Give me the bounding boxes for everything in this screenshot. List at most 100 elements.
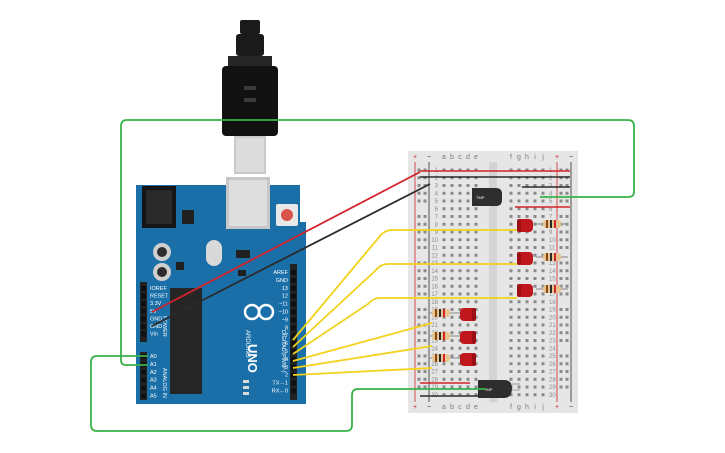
breadboard-hole[interactable]: [450, 308, 454, 311]
rail-hole[interactable]: [423, 308, 427, 311]
breadboard-hole[interactable]: [466, 168, 470, 172]
breadboard-hole[interactable]: [474, 377, 478, 381]
breadboard-hole[interactable]: [509, 215, 513, 218]
wire-pin-6[interactable]: [292, 263, 517, 348]
rail-hole[interactable]: [417, 354, 421, 358]
rail-hole[interactable]: [417, 191, 421, 195]
breadboard-hole[interactable]: [474, 207, 478, 211]
power-pin[interactable]: [141, 324, 146, 329]
wire-gnd[interactable]: [151, 183, 431, 327]
breadboard-hole[interactable]: [450, 362, 454, 366]
breadboard-hole[interactable]: [450, 277, 454, 280]
power-pin[interactable]: [141, 308, 146, 314]
rail-hole[interactable]: [565, 199, 569, 203]
breadboard-hole[interactable]: [458, 385, 462, 389]
breadboard-hole[interactable]: [474, 300, 478, 304]
breadboard-hole[interactable]: [474, 269, 478, 273]
digital-pin[interactable]: [291, 285, 296, 291]
breadboard-hole[interactable]: [517, 370, 521, 373]
breadboard-hole[interactable]: [509, 354, 513, 358]
breadboard-hole[interactable]: [474, 346, 478, 350]
rail-hole[interactable]: [417, 323, 421, 327]
rail-hole[interactable]: [559, 315, 563, 319]
breadboard-hole[interactable]: [458, 315, 462, 319]
breadboard-hole[interactable]: [525, 308, 529, 311]
digital-pin[interactable]: [291, 270, 296, 275]
breadboard-hole[interactable]: [509, 277, 513, 280]
breadboard-hole[interactable]: [525, 191, 529, 195]
rail-hole[interactable]: [559, 331, 563, 335]
led[interactable]: [517, 284, 533, 297]
breadboard-hole[interactable]: [517, 308, 521, 311]
power-pin[interactable]: [141, 331, 146, 337]
breadboard-hole[interactable]: [474, 331, 478, 335]
breadboard-hole[interactable]: [541, 168, 545, 172]
breadboard-hole[interactable]: [450, 168, 454, 172]
breadboard-hole[interactable]: [525, 339, 529, 342]
breadboard-hole[interactable]: [450, 199, 454, 203]
rail-hole[interactable]: [559, 370, 563, 373]
rail-hole[interactable]: [565, 308, 569, 311]
breadboard-hole[interactable]: [458, 284, 462, 288]
breadboard-hole[interactable]: [541, 385, 545, 389]
breadboard-hole[interactable]: [466, 346, 470, 350]
breadboard-hole[interactable]: [541, 246, 545, 249]
rail-hole[interactable]: [423, 385, 427, 389]
breadboard-hole[interactable]: [450, 393, 454, 397]
rail-hole[interactable]: [559, 246, 563, 249]
rail-hole[interactable]: [423, 284, 427, 288]
breadboard-hole[interactable]: [525, 215, 529, 218]
breadboard-hole[interactable]: [541, 331, 545, 335]
rail-hole[interactable]: [559, 377, 563, 381]
breadboard-hole[interactable]: [466, 207, 470, 211]
breadboard-hole[interactable]: [541, 238, 545, 242]
rail-hole[interactable]: [423, 215, 427, 218]
resistor[interactable]: [536, 285, 568, 293]
temperature-sensor-top[interactable]: TMP: [472, 188, 502, 206]
breadboard-hole[interactable]: [509, 308, 513, 311]
wire-pin-7[interactable]: [292, 229, 517, 341]
breadboard-hole[interactable]: [450, 354, 454, 358]
breadboard-hole[interactable]: [541, 253, 545, 257]
rail-hole[interactable]: [423, 362, 427, 366]
rail-hole[interactable]: [423, 269, 427, 273]
breadboard-hole[interactable]: [541, 269, 545, 273]
breadboard-hole[interactable]: [509, 331, 513, 335]
breadboard-hole[interactable]: [517, 362, 521, 366]
rail-hole[interactable]: [417, 238, 421, 242]
breadboard-hole[interactable]: [450, 323, 454, 327]
breadboard-hole[interactable]: [509, 168, 513, 172]
digital-pin[interactable]: [291, 325, 296, 331]
breadboard-hole[interactable]: [541, 199, 545, 203]
wire-analog-a0[interactable]: [90, 355, 486, 432]
digital-pin[interactable]: [291, 356, 296, 362]
digital-pin[interactable]: [291, 293, 296, 299]
breadboard-hole[interactable]: [442, 346, 446, 350]
breadboard-hole[interactable]: [517, 207, 521, 211]
breadboard-hole[interactable]: [533, 207, 537, 211]
rail-hole[interactable]: [559, 339, 563, 342]
rail-hole[interactable]: [423, 191, 427, 195]
breadboard-hole[interactable]: [517, 300, 521, 304]
rail-hole[interactable]: [559, 277, 563, 280]
breadboard-hole[interactable]: [509, 207, 513, 211]
rail-hole[interactable]: [565, 370, 569, 373]
breadboard-hole[interactable]: [541, 191, 545, 195]
breadboard-hole[interactable]: [525, 362, 529, 366]
breadboard-hole[interactable]: [466, 246, 470, 249]
breadboard-hole[interactable]: [541, 277, 545, 280]
breadboard-hole[interactable]: [442, 339, 446, 342]
breadboard-hole[interactable]: [442, 300, 446, 304]
rail-hole[interactable]: [565, 277, 569, 280]
breadboard-hole[interactable]: [533, 308, 537, 311]
rail-hole[interactable]: [565, 191, 569, 195]
digital-pin[interactable]: [291, 277, 296, 283]
led-group-right[interactable]: [517, 219, 568, 297]
breadboard-hole[interactable]: [517, 354, 521, 358]
breadboard-hole[interactable]: [517, 238, 521, 242]
breadboard-hole[interactable]: [509, 253, 513, 257]
resistor[interactable]: [428, 309, 460, 317]
breadboard-hole[interactable]: [541, 207, 545, 211]
breadboard-hole[interactable]: [450, 315, 454, 319]
breadboard-hole[interactable]: [458, 215, 462, 218]
